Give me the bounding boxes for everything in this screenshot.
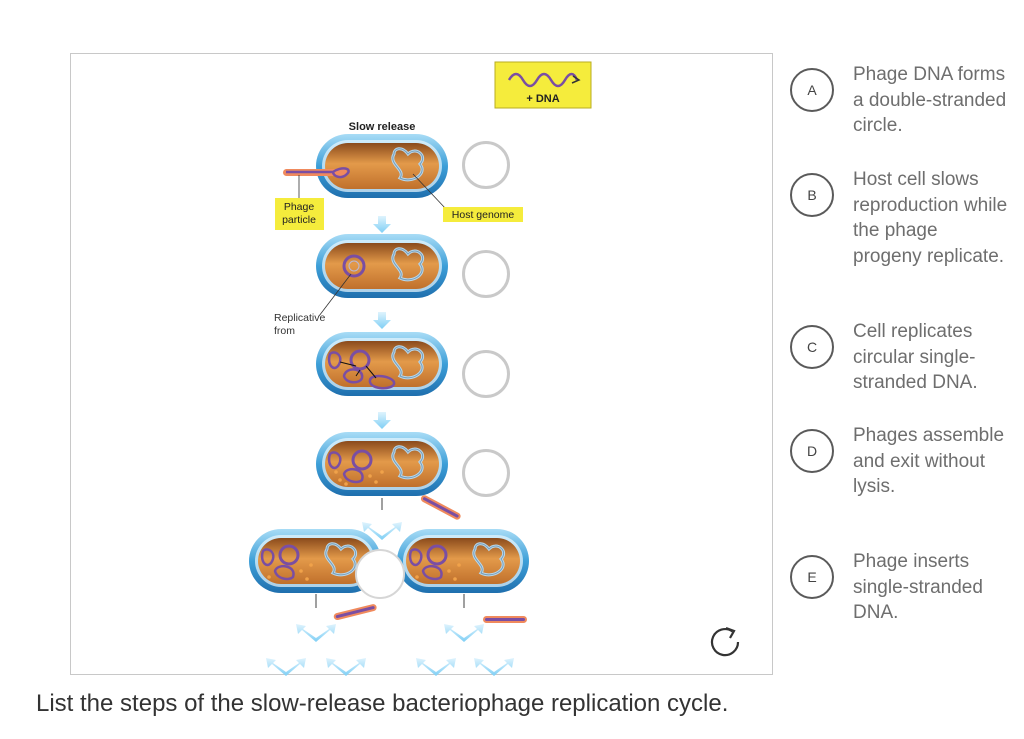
drop-target-step-1[interactable]: [462, 141, 510, 189]
drop-target-step-2[interactable]: [462, 250, 510, 298]
option-text-e: Phage inserts single-stranded DNA.: [853, 551, 983, 623]
svg-text:particle: particle: [282, 214, 316, 226]
drop-target-step-3[interactable]: [462, 350, 510, 398]
figure-title: Slow release: [349, 121, 416, 133]
cell-stage-5b: [395, 527, 531, 595]
option-badge-d[interactable]: D: [790, 429, 834, 473]
svg-text:Phage: Phage: [284, 201, 315, 213]
cell-stage-5a: [247, 527, 383, 595]
label-phage-particle: Phage particle: [275, 198, 324, 230]
cell-stage-4: [314, 430, 450, 498]
reset-button[interactable]: [705, 622, 745, 662]
svg-text:Replicative: Replicative: [274, 312, 326, 324]
cell-stage-1: [314, 132, 450, 200]
phage-particle: [283, 167, 350, 179]
option-text-c: Cell replicates circular single-stranded…: [853, 321, 978, 393]
option-badge-c[interactable]: C: [790, 325, 834, 369]
drop-target-step-5[interactable]: [355, 549, 405, 599]
option-badge-a[interactable]: A: [790, 68, 834, 112]
replication-diagram: + DNA Slow release Phage particle Host g…: [247, 61, 592, 676]
svg-text:from: from: [274, 325, 295, 337]
option-text-d: Phages assemble and exit without lysis.: [853, 425, 1005, 497]
dna-tag-label: + DNA: [526, 93, 559, 105]
cell-stage-2: [314, 232, 450, 300]
dna-tag: + DNA: [494, 61, 592, 109]
reset-icon: [710, 626, 740, 657]
figure-panel: + DNA Slow release Phage particle Host g…: [70, 53, 773, 676]
cell-stage-3: [314, 330, 450, 398]
label-replicative-form: Replicative from: [274, 312, 326, 337]
option-text-a: Phage DNA forms a double-stranded circle…: [853, 64, 1007, 136]
svg-text:Host genome: Host genome: [452, 209, 515, 221]
label-host-genome: Host genome: [443, 207, 523, 222]
option-badge-e[interactable]: E: [790, 555, 834, 599]
option-badge-b[interactable]: B: [790, 173, 834, 217]
drop-target-step-4[interactable]: [462, 449, 510, 497]
question-text: List the steps of the slow-release bacte…: [36, 690, 729, 717]
option-text-b: Host cell slows reproduction while the p…: [853, 169, 1008, 267]
